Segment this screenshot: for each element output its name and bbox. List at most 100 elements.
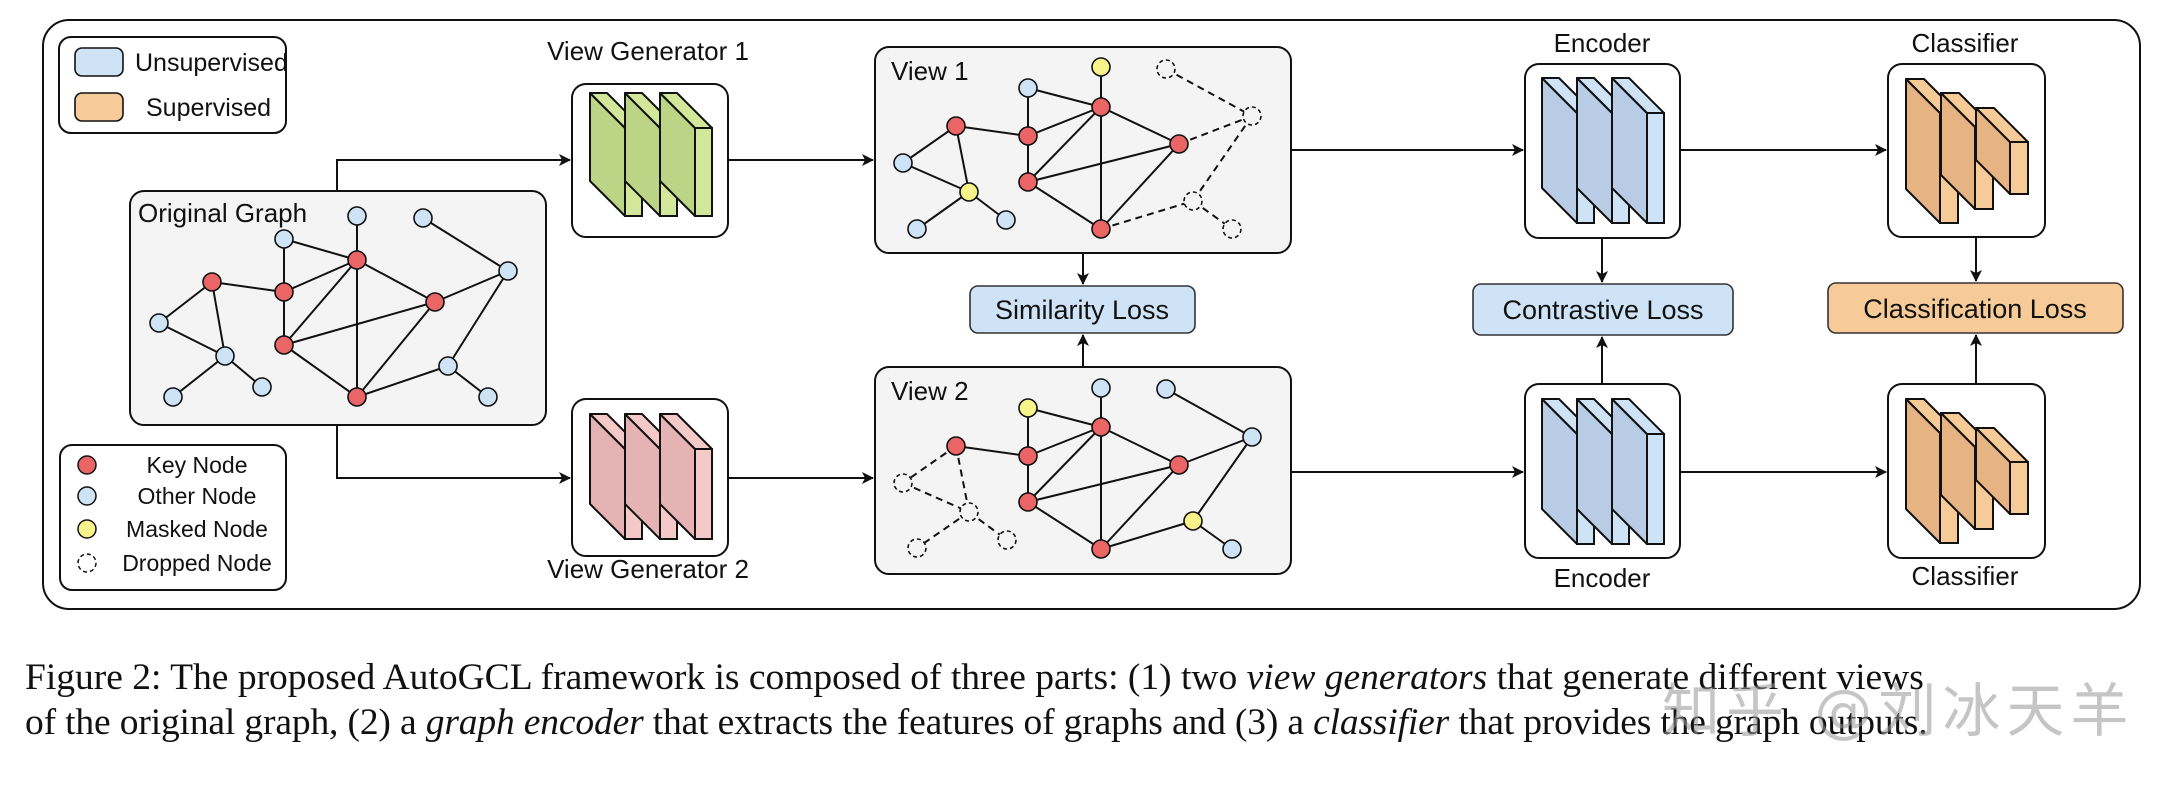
graph-edges bbox=[902, 67, 1253, 230]
legend-label-masked-node: Masked Node bbox=[126, 516, 268, 542]
key-node bbox=[1018, 172, 1038, 192]
graph-edge bbox=[1165, 68, 1253, 117]
legend-swatch-unsupervised bbox=[74, 47, 124, 77]
graph-edge bbox=[902, 482, 970, 513]
graph-edge bbox=[158, 322, 226, 357]
graph-edge bbox=[211, 281, 285, 293]
key-node bbox=[274, 282, 294, 302]
graph-edge bbox=[1027, 407, 1102, 428]
other-node bbox=[347, 206, 367, 226]
masked-node bbox=[1183, 511, 1203, 531]
key-node bbox=[347, 250, 367, 270]
graph-edge bbox=[1100, 106, 1180, 145]
graph-edge bbox=[1100, 464, 1180, 550]
graph-edge bbox=[916, 511, 970, 549]
classifier-bottom-label: Classifier bbox=[1912, 561, 2019, 591]
legend-swatch-supervised bbox=[74, 92, 124, 122]
dropped-node bbox=[1222, 219, 1242, 239]
other-node bbox=[1242, 427, 1262, 447]
key-node bbox=[347, 387, 367, 407]
other-node bbox=[498, 261, 518, 281]
other-node bbox=[893, 153, 913, 173]
other-node bbox=[149, 313, 169, 333]
view-2-title: View 2 bbox=[891, 376, 969, 406]
arrow-original-to-vg2 bbox=[336, 425, 571, 484]
key-node bbox=[1091, 219, 1111, 239]
other-node bbox=[163, 387, 183, 407]
graph-edge bbox=[1100, 426, 1180, 466]
layer-slab bbox=[1975, 427, 2029, 515]
key-node bbox=[1091, 539, 1111, 559]
caption-text: that provides the graph outputs. bbox=[1449, 702, 1928, 743]
legend-learning-type: Unsupervised Supervised bbox=[58, 36, 288, 134]
legend-label-key-node: Key Node bbox=[146, 452, 247, 478]
figure-caption: Figure 2: The proposed AutoGCL framework… bbox=[25, 655, 2165, 745]
classification-loss-box: Classification Loss bbox=[1827, 282, 2124, 334]
graph-edges bbox=[902, 388, 1253, 550]
classifier-top-layers bbox=[1905, 78, 2029, 224]
graph-edge bbox=[1027, 464, 1180, 503]
caption-text: of the original graph, (2) a bbox=[25, 702, 426, 743]
graph-edge bbox=[422, 217, 509, 272]
classifier-bottom-layers bbox=[1905, 398, 2029, 544]
caption-line-1: Figure 2: The proposed AutoGCL framework… bbox=[25, 655, 2165, 700]
layer-slab bbox=[659, 413, 713, 540]
view-generator-1: View Generator 1 bbox=[547, 36, 749, 238]
graph-edge bbox=[1178, 115, 1253, 145]
view-1-title: View 1 bbox=[891, 56, 969, 86]
legend-label-other-node: Other Node bbox=[138, 483, 257, 509]
layer-slab bbox=[1975, 107, 2029, 195]
graph-edge bbox=[283, 259, 358, 293]
connectors bbox=[336, 144, 1982, 484]
key-node bbox=[274, 335, 294, 355]
encoder-bottom: Encoder bbox=[1524, 383, 1681, 593]
contrastive-loss-box: Contrastive Loss bbox=[1472, 283, 1734, 336]
dropped-node bbox=[959, 502, 979, 522]
original-graph bbox=[149, 206, 518, 407]
graph-edge bbox=[1100, 143, 1180, 230]
caption-term-graph-encoder: graph encoder bbox=[425, 702, 644, 743]
graph-edge bbox=[1192, 115, 1253, 202]
legend-label-unsupervised: Unsupervised bbox=[135, 49, 288, 77]
graph-edge bbox=[1100, 200, 1194, 230]
other-node bbox=[413, 208, 433, 228]
key-node bbox=[946, 116, 966, 136]
dropped-node bbox=[907, 538, 927, 558]
encoder-top-layers bbox=[1541, 77, 1665, 224]
graph-edge bbox=[1027, 181, 1102, 230]
graph-edge bbox=[955, 125, 1029, 137]
similarity-loss-label: Similarity Loss bbox=[995, 295, 1169, 325]
view-2-graph bbox=[893, 378, 1262, 559]
graph-edge bbox=[1192, 436, 1253, 522]
graph-edge bbox=[447, 270, 509, 367]
key-node bbox=[1169, 455, 1189, 475]
graph-edge bbox=[434, 270, 509, 303]
key-node bbox=[1091, 417, 1111, 437]
key-node-icon bbox=[77, 455, 97, 475]
graph-edge bbox=[283, 259, 358, 346]
view-generator-2-label: View Generator 2 bbox=[547, 554, 749, 584]
other-node bbox=[438, 356, 458, 376]
key-node bbox=[202, 272, 222, 292]
other-node bbox=[907, 219, 927, 239]
caption-term-classifier: classifier bbox=[1313, 702, 1450, 743]
framework-diagram: Unsupervised Supervised Key Node Other N… bbox=[42, 19, 2141, 610]
dropped-node-icon bbox=[77, 553, 97, 573]
dropped-node bbox=[1156, 59, 1176, 79]
view-generator-1-layers bbox=[589, 92, 713, 217]
key-node bbox=[1018, 492, 1038, 512]
view-generator-2: View Generator 2 bbox=[547, 398, 749, 584]
caption-text: Figure 2: The proposed AutoGCL framework… bbox=[25, 657, 1247, 698]
similarity-loss-box: Similarity Loss bbox=[969, 285, 1196, 334]
other-node bbox=[274, 229, 294, 249]
graph-edge bbox=[356, 301, 436, 398]
graph-edge bbox=[1100, 520, 1194, 550]
masked-node bbox=[959, 182, 979, 202]
graph-edge bbox=[158, 281, 213, 324]
caption-text: that generate different views bbox=[1487, 657, 1924, 698]
dropped-node bbox=[893, 473, 913, 493]
masked-node bbox=[1091, 57, 1111, 77]
view-1-graph bbox=[893, 57, 1262, 239]
legend-node-types: Key Node Other Node Masked Node Dropped … bbox=[59, 444, 287, 591]
key-node bbox=[946, 436, 966, 456]
